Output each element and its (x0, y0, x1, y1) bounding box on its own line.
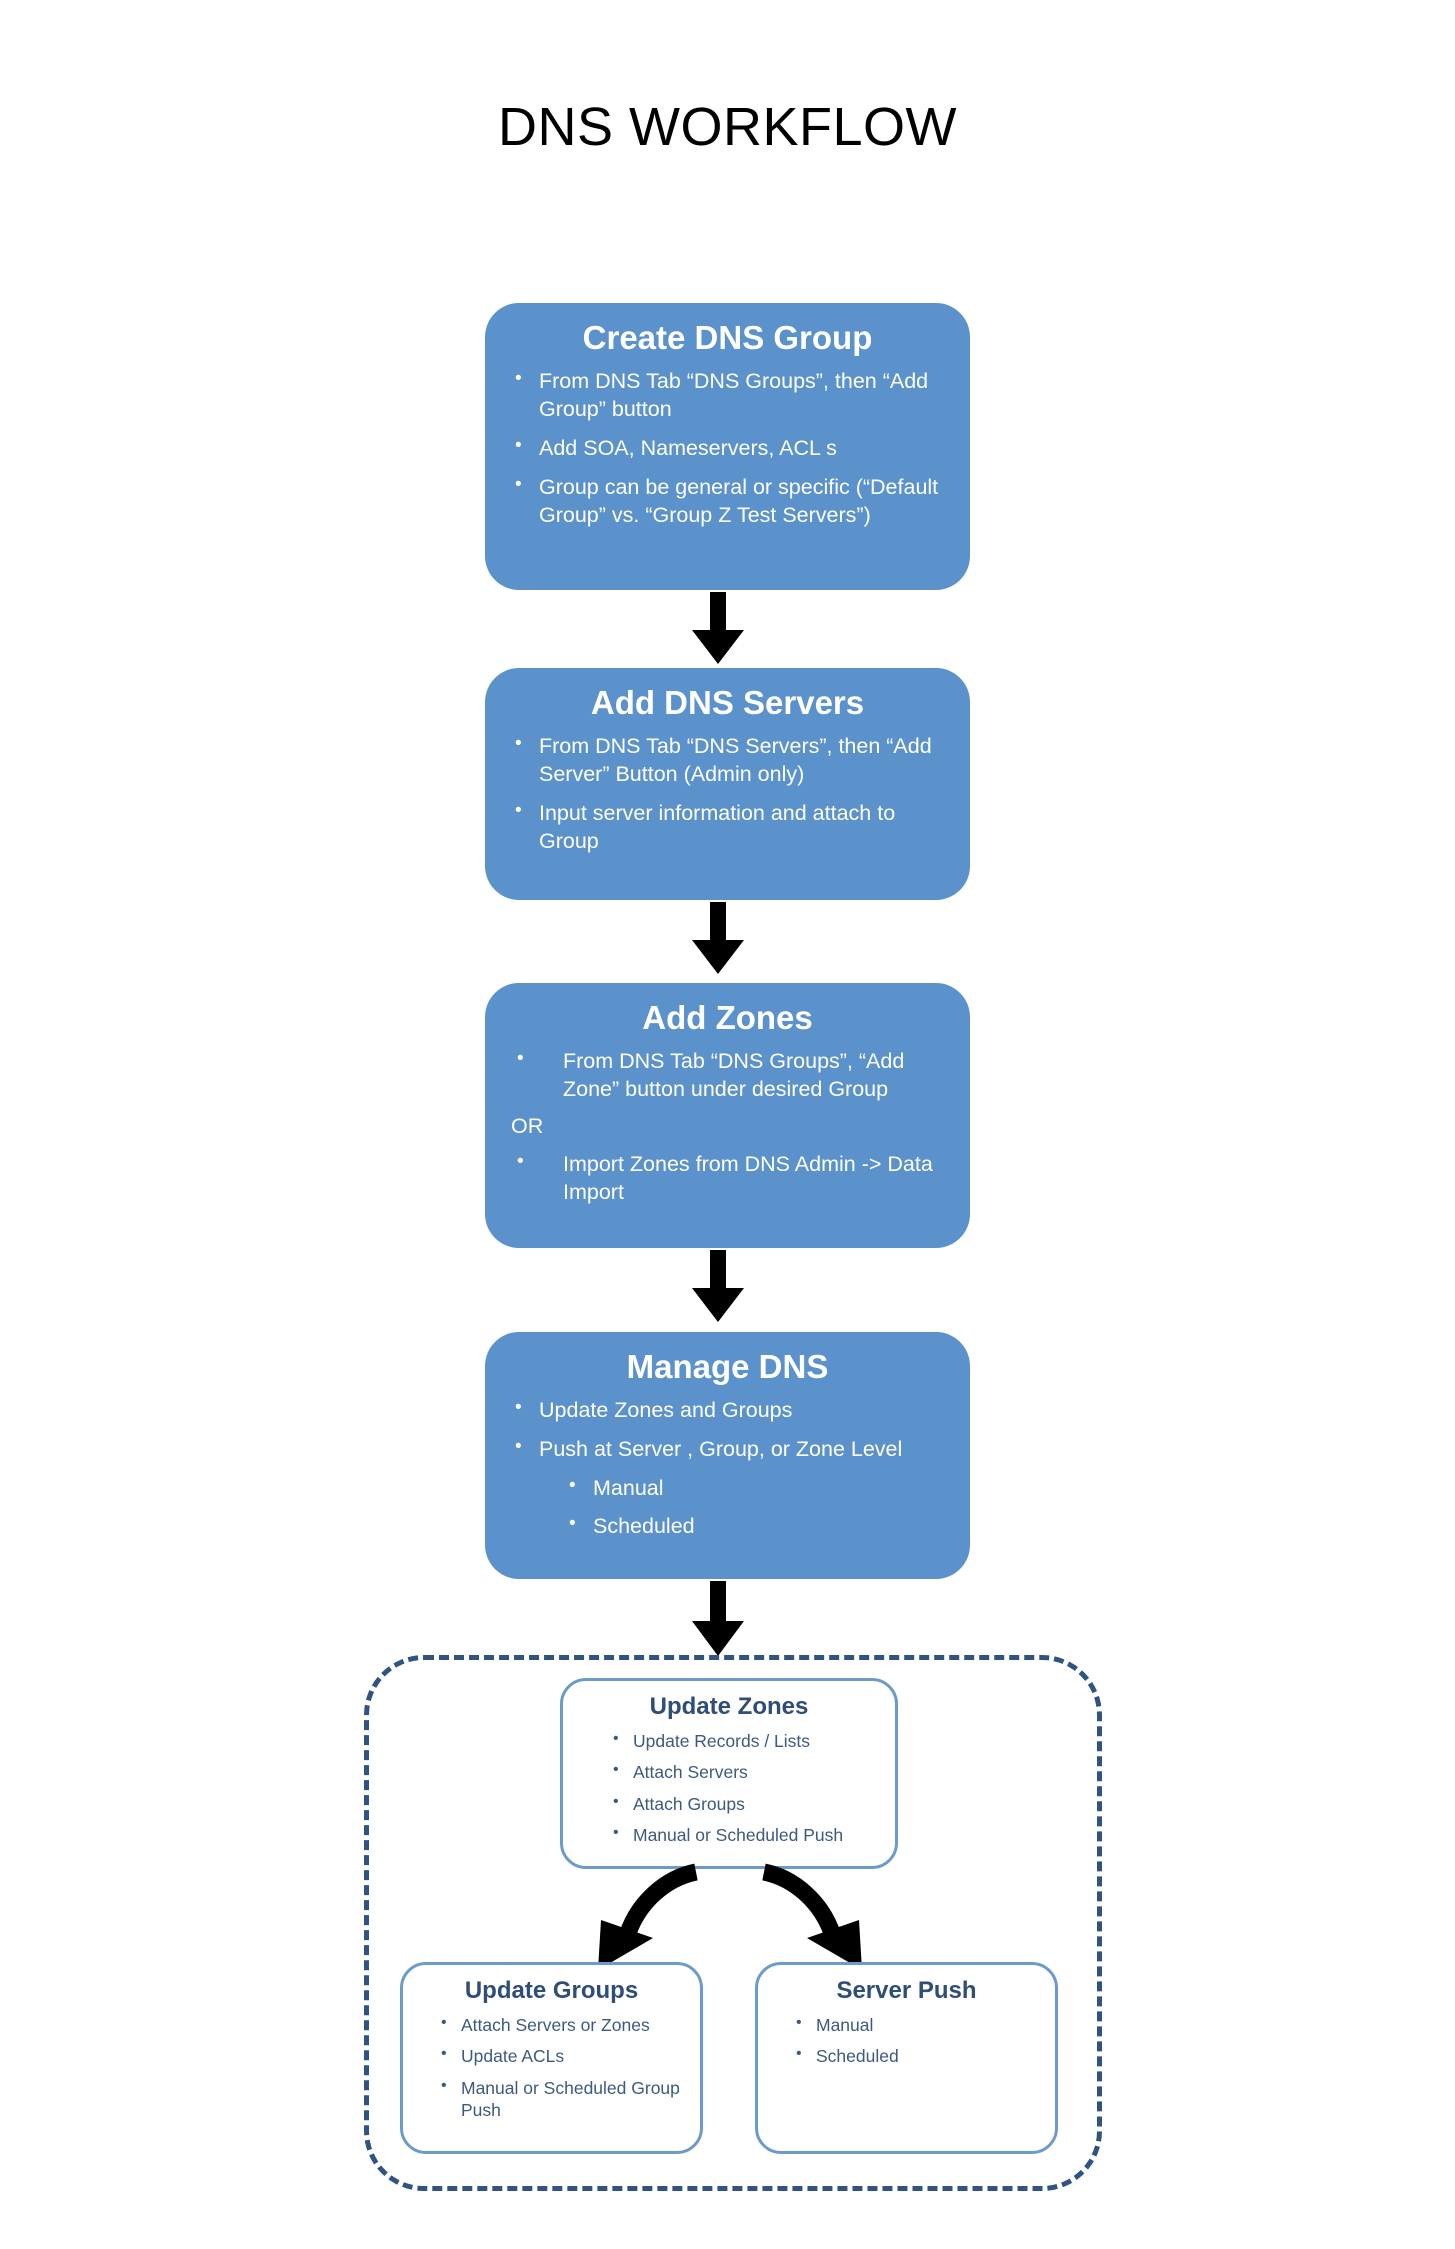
bullet-item: Manual or Scheduled Push (609, 1823, 881, 1846)
bullet-item: Attach Groups (609, 1792, 881, 1815)
outline-title-server-push: Server Push (836, 1977, 977, 2004)
curve-arrow-to-server-push (761, 1863, 862, 1970)
bullet-item: From DNS Tab “DNS Groups”, “Add Zone” bu… (511, 1047, 946, 1104)
bullet-item: Manual or Scheduled Group Push (437, 2076, 686, 2122)
step-title-create-dns-group: Create DNS Group (582, 319, 873, 356)
bullet-item: Update Zones and Groups (511, 1396, 946, 1425)
bullet-item: From DNS Tab “DNS Servers”, then “Add Se… (511, 732, 946, 789)
arrow-down-3 (692, 1250, 744, 1322)
bullet-item: Import Zones from DNS Admin -> Data Impo… (511, 1150, 946, 1207)
bullet-item: Add SOA, Nameservers, ACL s (511, 434, 946, 463)
bullet-item: Push at Server , Group, or Zone Level (511, 1435, 946, 1464)
outline-title-update-groups: Update Groups (464, 1977, 639, 2004)
arrow-down-1 (692, 592, 744, 664)
bullet-item: Manual (792, 2013, 1041, 2036)
bullet-item: Scheduled (792, 2044, 1041, 2067)
sub-bullet-item: Scheduled (563, 1512, 970, 1541)
step-bullets-add-zones-before-or: From DNS Tab “DNS Groups”, “Add Zone” bu… (485, 1038, 970, 1104)
bullet-item: From DNS Tab “DNS Groups”, then “Add Gro… (511, 367, 946, 424)
step-title-add-dns-servers: Add DNS Servers (590, 684, 865, 721)
curve-arrow-to-update-groups (598, 1863, 699, 1970)
outline-box-update-zones: Update Zones Update Records / Lists Atta… (560, 1678, 898, 1869)
step-bullets-add-zones-after-or: Import Zones from DNS Admin -> Data Impo… (485, 1150, 970, 1207)
outline-title-update-zones: Update Zones (649, 1693, 809, 1720)
arrow-down-4 (692, 1581, 744, 1656)
step-box-manage-dns: Manage DNS Update Zones and Groups Push … (485, 1332, 970, 1579)
step-box-add-zones: Add Zones From DNS Tab “DNS Groups”, “Ad… (485, 983, 970, 1248)
step-box-add-dns-servers: Add DNS Servers From DNS Tab “DNS Server… (485, 668, 970, 900)
step-title-manage-dns: Manage DNS (626, 1348, 829, 1385)
bullet-item: Attach Servers (609, 1760, 881, 1783)
step-box-create-dns-group: Create DNS Group From DNS Tab “DNS Group… (485, 303, 970, 590)
step-sub-bullets-manage-dns: Manual Scheduled (485, 1474, 970, 1541)
step-bullets-create-dns-group: From DNS Tab “DNS Groups”, then “Add Gro… (485, 358, 970, 530)
outline-box-server-push: Server Push Manual Scheduled (755, 1962, 1058, 2154)
page-title: DNS WORKFLOW (498, 97, 957, 157)
outline-bullets-update-zones: Update Records / Lists Attach Servers At… (563, 1722, 895, 1847)
bullet-item: Update Records / Lists (609, 1729, 881, 1752)
step-bullets-manage-dns: Update Zones and Groups Push at Server ,… (485, 1387, 970, 1464)
bullet-item: Update ACLs (437, 2044, 686, 2067)
bullet-item: Attach Servers or Zones (437, 2013, 686, 2036)
step-bullets-add-dns-servers: From DNS Tab “DNS Servers”, then “Add Se… (485, 723, 970, 856)
outline-bullets-server-push: Manual Scheduled (758, 2006, 1055, 2068)
detail-group-region (364, 1655, 1102, 2191)
step-title-add-zones: Add Zones (642, 999, 813, 1036)
bullet-item: Group can be general or specific (“Defau… (511, 473, 946, 530)
or-label: OR (511, 1113, 544, 1138)
arrow-down-2 (692, 902, 744, 974)
bullet-item: Input server information and attach to G… (511, 799, 946, 856)
outline-box-update-groups: Update Groups Attach Servers or Zones Up… (400, 1962, 703, 2154)
sub-bullet-item: Manual (563, 1474, 970, 1503)
outline-bullets-update-groups: Attach Servers or Zones Update ACLs Manu… (403, 2006, 700, 2122)
